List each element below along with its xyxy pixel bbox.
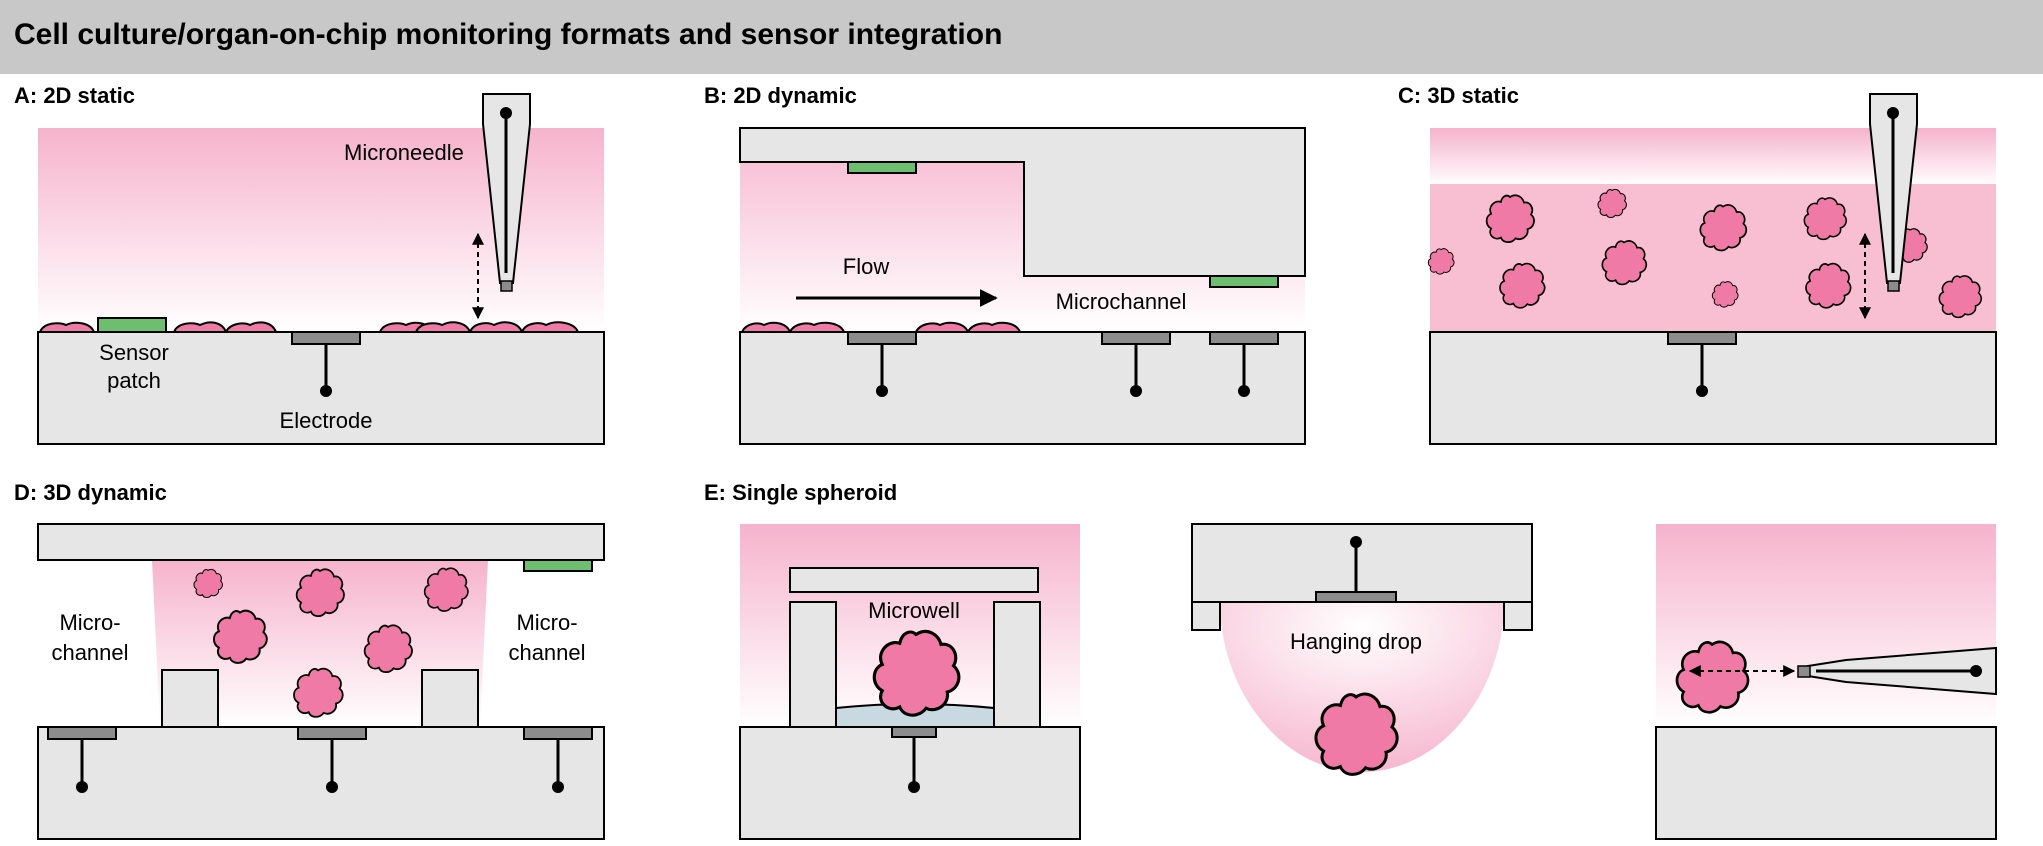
sensor-patch <box>97 317 167 333</box>
sensor-patch-label-2: patch <box>107 368 161 393</box>
electrode-pad <box>891 726 937 738</box>
left-channel-label-1: Micro- <box>59 610 120 635</box>
flow-label: Flow <box>843 254 890 279</box>
hydrogel-matrix <box>152 560 488 727</box>
electrode-pad <box>1667 331 1737 345</box>
spheroid <box>1675 640 1750 714</box>
hanging-drop <box>1220 602 1504 772</box>
electrode-pad <box>523 726 593 740</box>
pillar <box>421 669 479 728</box>
panel-b-title: B: 2D dynamic <box>704 83 857 108</box>
chip-substrate <box>739 331 1306 445</box>
chip-cover <box>37 523 605 561</box>
well-wall <box>993 601 1041 728</box>
sensor-patch <box>847 161 917 174</box>
electrode-pad <box>1101 331 1171 345</box>
spheroid <box>1314 692 1399 776</box>
electrode-pad <box>1209 331 1279 345</box>
cell-monolayer <box>38 321 580 333</box>
panel-c: C: 3D static <box>1398 83 1997 445</box>
electrode-pad <box>47 726 117 740</box>
panel-e: E: Single spheroid Microwell Hangin <box>704 480 1997 840</box>
electrode-contact <box>320 385 332 397</box>
panel-e-title: E: Single spheroid <box>704 480 897 505</box>
drop-plate <box>1191 523 1533 603</box>
electrode-pad <box>291 331 361 345</box>
electrode-pad <box>297 726 367 740</box>
sensor-patch-label-1: Sensor <box>99 340 169 365</box>
panel-a-title: A: 2D static <box>14 83 135 108</box>
well-wall <box>789 601 837 728</box>
panel-a: A: 2D static Microneedle Sensor patch El… <box>14 83 605 445</box>
left-channel-label-2: channel <box>51 640 128 665</box>
panel-d-title: D: 3D dynamic <box>14 480 167 505</box>
electrode-pad <box>1315 591 1397 603</box>
electrode-label: Electrode <box>280 408 373 433</box>
microwell-label: Microwell <box>868 598 960 623</box>
pillar <box>161 669 219 728</box>
hanging-drop-label: Hanging drop <box>1290 629 1422 654</box>
chip-substrate <box>37 726 605 840</box>
chip-substrate <box>1429 331 1997 445</box>
sensor-patch <box>1209 275 1279 288</box>
figure-title: Cell culture/organ-on-chip monitoring fo… <box>14 18 1003 51</box>
channel-cover <box>739 127 1306 277</box>
microwell-format: Microwell <box>739 524 1081 840</box>
electrode-pad <box>847 331 917 345</box>
chip-substrate <box>1655 726 1997 840</box>
panel-d: D: 3D dynamic Micro- channel Micro- chan… <box>14 480 605 840</box>
chip-substrate <box>37 331 605 445</box>
header-bar: Cell culture/organ-on-chip monitoring fo… <box>0 0 2043 74</box>
microneedle-label: Microneedle <box>344 140 464 165</box>
panel-b: B: 2D dynamic Flow Microchannel <box>704 83 1306 445</box>
right-channel-label-1: Micro- <box>516 610 577 635</box>
lateral-probe-format <box>1655 524 1997 840</box>
cell-monolayer <box>740 321 1022 333</box>
spheroid <box>872 629 961 717</box>
microchannel-label: Microchannel <box>1056 289 1187 314</box>
right-channel-label-2: channel <box>508 640 585 665</box>
well-lid <box>789 567 1039 593</box>
panel-c-title: C: 3D static <box>1398 83 1519 108</box>
hanging-drop-format: Hanging drop <box>1191 523 1533 776</box>
sensor-patch <box>523 559 593 572</box>
